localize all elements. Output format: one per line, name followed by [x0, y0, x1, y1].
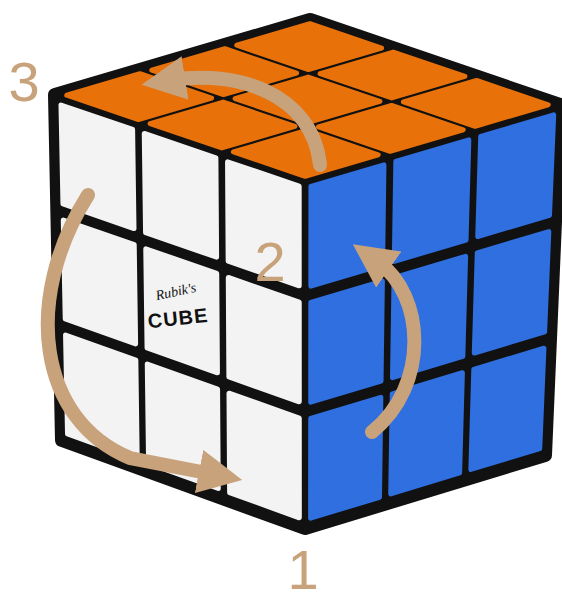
front-face-sticker	[146, 249, 218, 373]
right-face-sticker	[311, 397, 381, 518]
right-face-sticker	[478, 115, 554, 237]
front-face-sticker	[229, 393, 299, 518]
front-face-sticker	[228, 277, 299, 401]
turn-arrow	[48, 195, 212, 474]
callout-number: 3	[8, 54, 39, 110]
turn-arrow	[372, 262, 414, 432]
right-face-sticker	[311, 281, 383, 402]
callout-number: 2	[254, 234, 285, 290]
top-face-sticker	[403, 80, 548, 126]
right-face-sticker	[311, 165, 384, 286]
turn-arrow	[172, 78, 320, 165]
right-face-sticker	[394, 140, 469, 261]
right-face-sticker	[474, 232, 549, 353]
callout-number: 1	[287, 542, 318, 598]
right-face-sticker	[471, 348, 544, 469]
front-face-sticker	[144, 133, 216, 257]
right-face-sticker	[393, 256, 466, 377]
front-face-sticker	[63, 220, 135, 344]
